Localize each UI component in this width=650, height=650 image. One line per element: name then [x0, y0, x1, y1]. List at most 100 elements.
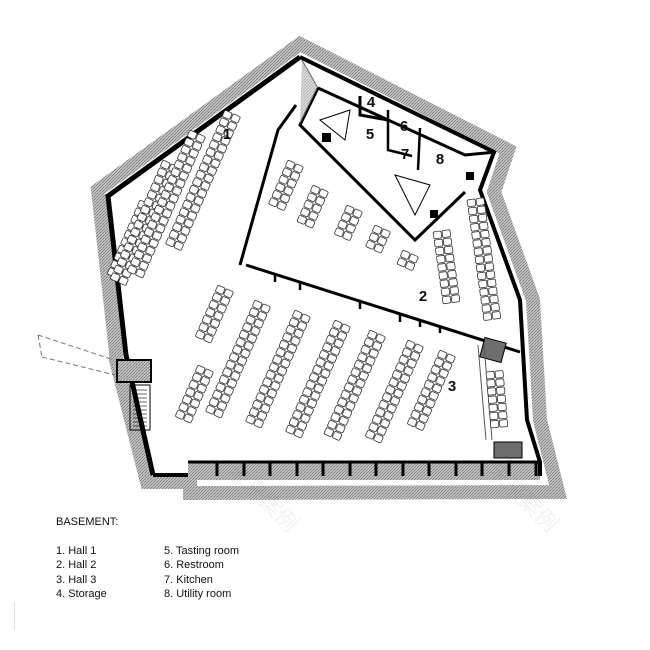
seat: [410, 351, 421, 361]
seat: [220, 136, 231, 146]
seat: [286, 178, 297, 189]
seat-block-hall-3: [285, 320, 351, 439]
seat: [168, 229, 179, 240]
room-number-6: 6: [400, 118, 408, 135]
seat: [487, 395, 497, 404]
seat: [317, 376, 328, 386]
seat: [282, 332, 293, 343]
seat: [276, 201, 287, 211]
seat: [471, 231, 481, 240]
legend-item-hall-1: 1. Hall 1: [56, 544, 97, 557]
seat: [368, 232, 379, 243]
seat: [152, 231, 163, 241]
seat: [432, 230, 443, 240]
seat: [315, 196, 326, 206]
seat: [173, 160, 184, 170]
seat: [232, 345, 243, 355]
seat: [240, 348, 251, 359]
seat: [435, 246, 445, 256]
seat: [403, 366, 414, 376]
seat: [138, 261, 149, 271]
seat: [195, 330, 206, 340]
seat: [137, 242, 148, 252]
seat: [337, 220, 348, 230]
room-number-2: 2: [419, 288, 427, 305]
seat: [202, 155, 213, 165]
seat: [172, 222, 183, 232]
seat: [255, 392, 266, 402]
seat: [432, 383, 443, 394]
seat: [367, 330, 378, 340]
legend: BASEMENT: 1. Hall 1 2. Hall 2 3. Hall 3 …: [56, 515, 304, 602]
seat: [490, 302, 500, 312]
seat: [143, 227, 154, 237]
seat: [205, 147, 216, 158]
seat: [401, 347, 412, 358]
seat: [372, 225, 383, 235]
seat: [185, 156, 196, 166]
seat: [168, 193, 179, 204]
seat: [310, 391, 321, 401]
seat: [253, 418, 264, 429]
seat: [201, 315, 212, 325]
seat: [153, 175, 164, 185]
seat: [440, 287, 451, 296]
seat: [210, 318, 221, 329]
seat: [308, 372, 319, 383]
seat-block-hall-3: [205, 300, 271, 419]
seat: [477, 213, 488, 223]
seat: [230, 113, 241, 124]
seat: [245, 315, 256, 325]
seat: [260, 403, 271, 414]
seat: [292, 409, 303, 420]
seat: [238, 330, 249, 340]
seat: [491, 311, 501, 320]
seat: [248, 307, 259, 318]
seat: [377, 236, 388, 246]
seat: [185, 192, 196, 202]
seat: [252, 399, 263, 410]
seat: [478, 279, 488, 289]
seat: [310, 185, 321, 195]
seat: [220, 393, 231, 404]
seat: [178, 402, 189, 413]
seat: [175, 214, 186, 225]
seat: [498, 419, 509, 428]
seat-block-hall-2: [334, 205, 363, 241]
seat: [287, 343, 298, 354]
seat: [417, 395, 428, 405]
seat: [450, 294, 461, 303]
seat: [248, 407, 259, 417]
seat: [126, 234, 137, 245]
seat: [483, 254, 494, 263]
seat: [480, 229, 490, 239]
seat: [197, 188, 208, 199]
seat: [215, 285, 226, 295]
seat: [438, 368, 449, 379]
seat: [334, 227, 345, 238]
seat: [303, 406, 314, 416]
seat: [383, 411, 394, 421]
seat: [408, 253, 419, 264]
outer-retaining-wall: [90, 35, 567, 500]
seat: [257, 411, 268, 421]
seat: [178, 207, 189, 217]
wall-piers: [215, 462, 538, 476]
legend-title: BASEMENT:: [56, 516, 119, 528]
seat: [388, 377, 399, 388]
seat: [385, 385, 396, 395]
seat: [213, 151, 224, 161]
seat: [250, 326, 261, 336]
seat: [466, 198, 477, 208]
seat: [235, 337, 246, 348]
seat-block-hall-2: [396, 250, 419, 271]
seat: [213, 408, 224, 419]
seat: [183, 413, 194, 424]
seat: [352, 386, 363, 396]
seat: [487, 278, 497, 288]
seat: [330, 412, 341, 422]
seat-block-hall-3: [485, 370, 509, 429]
seat: [275, 182, 286, 193]
seat: [295, 402, 306, 412]
seat: [376, 426, 387, 436]
